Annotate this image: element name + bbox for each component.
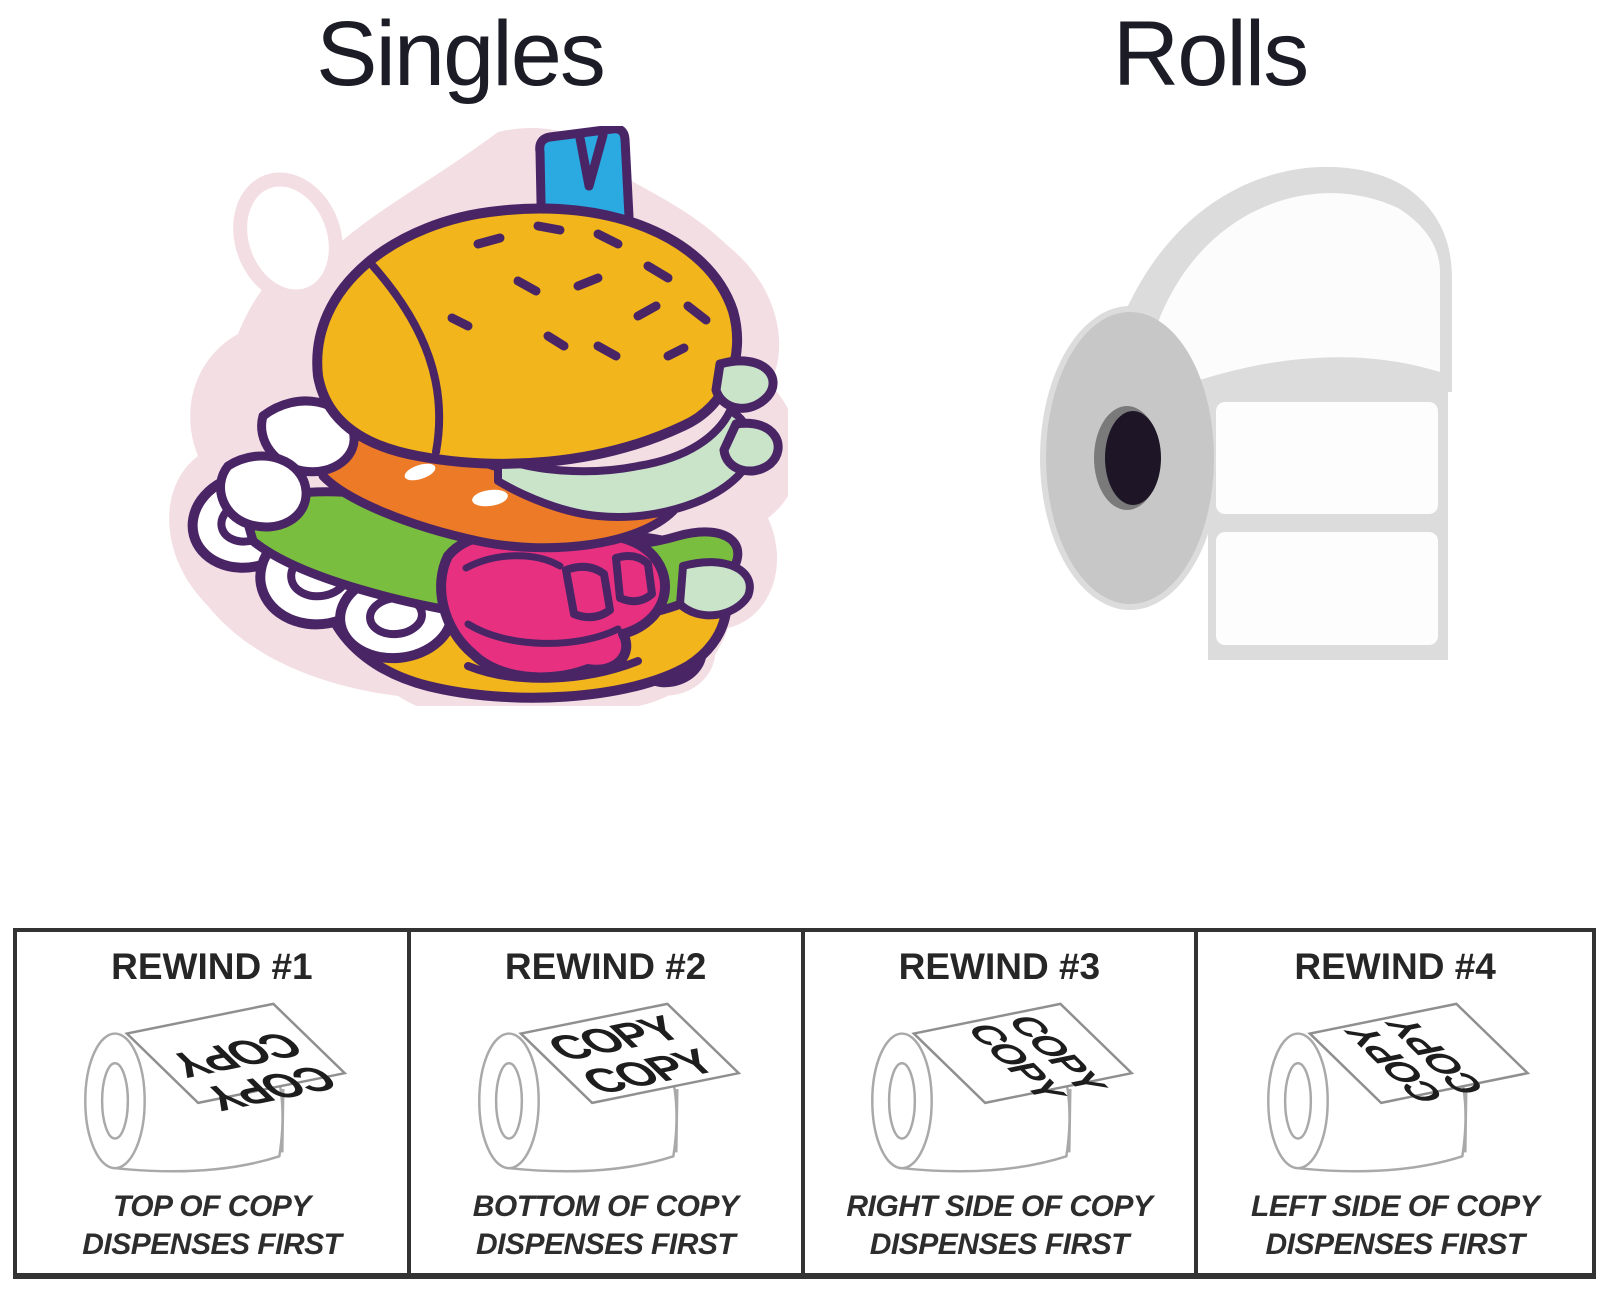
copy-sheet [124,1002,348,1105]
mint-fingers [711,356,783,476]
caption-line-2: DISPENSES FIRST [476,1227,736,1261]
rewind-cell-title: REWIND #1 [111,946,313,987]
rewind-cell-title: REWIND #2 [504,946,707,987]
copy-sheet [517,1002,741,1105]
rewind-caption: BOTTOM OF COPY DISPENSES FIRST [473,1188,739,1263]
bun-crease [369,262,444,456]
rewind-roll-icon-copy-rotated-cw: COPY COPY [871,1002,1135,1173]
singles-title: Singles [316,3,606,105]
label-roll-illustration [1040,166,1452,660]
rewind-cell-4: REWIND #4 COPY COPY LEFT SIDE OF COPY DI… [1198,932,1592,1279]
caption-line-1: TOP OF COPY [112,1190,311,1223]
sandwich-sticker-illustration [169,126,788,706]
bun-sprinkles [447,221,711,361]
roll-top-label [1140,193,1440,400]
sticker-loop [233,172,343,304]
roll-core-hole [1105,411,1161,505]
mint-lower [676,558,754,620]
rewind-roll-icon-copy-upright: COPY COPY [477,1002,741,1173]
rewind-cell-1: REWIND #1 COPY COPY TOP OF COPY DISPENSE… [17,932,411,1279]
roll-labels [1216,402,1438,645]
rewind-table: REWIND #1 COPY COPY TOP OF COPY DISPENSE… [13,928,1596,1279]
top-bun [312,203,743,469]
rewind-caption: LEFT SIDE OF COPY DISPENSES FIRST [1251,1188,1540,1263]
copy-sheet [911,1002,1135,1105]
ham-creases [462,552,622,647]
onion-pieces [216,396,359,532]
rewind-caption: TOP OF COPY DISPENSES FIRST [82,1188,342,1263]
caption-line-1: BOTTOM OF COPY [472,1190,739,1223]
ham-toes [562,552,656,622]
caption-line-2: DISPENSES FIRST [869,1227,1130,1261]
caption-line-1: LEFT SIDE OF COPY [1251,1190,1540,1223]
caption-line-2: DISPENSES FIRST [1265,1227,1526,1261]
caption-line-1: RIGHT SIDE OF COPY [846,1190,1153,1223]
rewind-cell-3: REWIND #3 COPY COPY RIGHT SIDE OF COPY D… [805,932,1199,1279]
rewind-roll-icon-copy-inverted: COPY COPY [83,1002,348,1173]
rewind-roll-icon-copy-rotated-ccw: COPY COPY [1267,1002,1531,1173]
rewind-cell-title: REWIND #4 [1294,946,1496,987]
copy-sheet [1307,1002,1531,1105]
rewind-cell-title: REWIND #3 [898,946,1101,987]
rolls-title: Rolls [1112,3,1309,105]
pick-notch [575,130,608,191]
rewind-caption: RIGHT SIDE OF COPY DISPENSES FIRST [846,1188,1153,1263]
rewind-cell-2: REWIND #2 COPY COPY BOTTOM OF COPY DISPE… [411,932,805,1279]
caption-line-2: DISPENSES FIRST [82,1227,342,1261]
